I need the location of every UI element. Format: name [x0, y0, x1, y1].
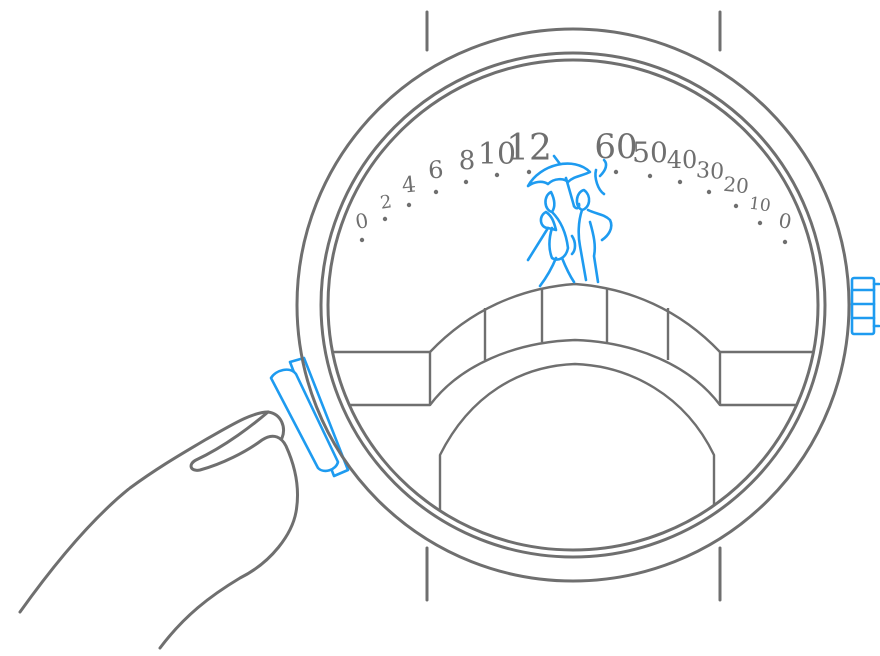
- outer-bezel: [295, 27, 851, 583]
- hour-scale: 0 2 4 6 8 10 12: [353, 128, 552, 243]
- watch-case: [295, 27, 851, 583]
- minute-numeral: 20: [722, 172, 750, 199]
- minute-numeral: 30: [695, 158, 725, 185]
- minute-numeral: 0: [777, 208, 794, 234]
- minute-numeral: 40: [667, 146, 698, 174]
- stone-bridge-icon: [329, 282, 817, 520]
- couple-with-umbrella-icon: [526, 154, 613, 288]
- hour-numeral: 0: [353, 208, 370, 234]
- pushed-crown-icon[interactable]: [269, 356, 350, 478]
- dial-edge: [326, 58, 820, 552]
- hour-numeral: 6: [427, 156, 444, 185]
- minute-scale: 60 50 40 30 20 10 0: [594, 127, 794, 245]
- hour-numeral: 4: [401, 172, 418, 198]
- hour-numeral: 8: [459, 146, 476, 176]
- crown-icon[interactable]: [850, 276, 880, 336]
- finger-pressing-icon: [18, 410, 300, 650]
- minute-numeral: 10: [748, 194, 772, 217]
- hour-numeral: 12: [506, 128, 552, 169]
- inner-bezel: [319, 51, 827, 559]
- minute-numeral: 50: [632, 136, 668, 169]
- minute-numeral: 60: [594, 127, 637, 167]
- hour-numeral: 10: [478, 137, 516, 172]
- watch-strap: [425, 10, 722, 602]
- hour-numeral: 2: [379, 191, 393, 213]
